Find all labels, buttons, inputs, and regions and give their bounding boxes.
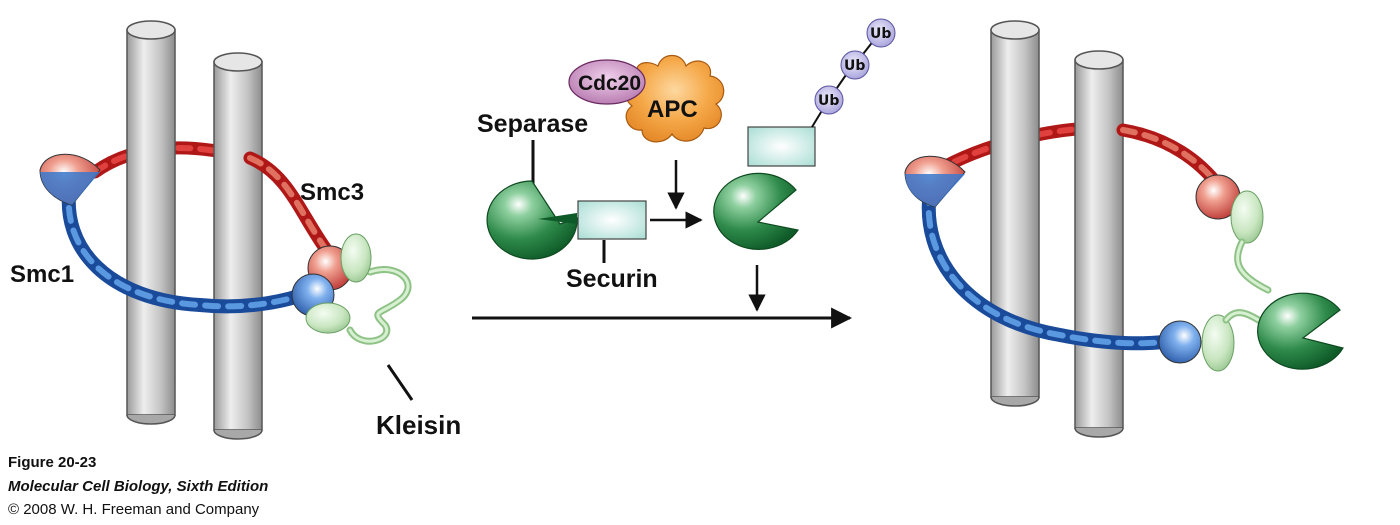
dna-pillar [126, 20, 176, 425]
apc-complex: APC [624, 54, 725, 143]
cdc20-protein: Cdc20 [568, 59, 646, 105]
smc3-label: Smc3 [300, 179, 364, 206]
apc-label: APC [647, 96, 698, 123]
cohesin-cleaved [904, 20, 1344, 438]
hinge-domain [904, 155, 966, 208]
smc3-arm-front [243, 151, 337, 262]
cohesin-intact: Smc1 Smc3 Kleisin [10, 20, 461, 440]
smc1-arm [921, 183, 1185, 351]
cdc20-label: Cdc20 [578, 72, 641, 95]
copyright-line: © 2008 W. H. Freeman and Company [8, 501, 260, 518]
kleisin-label: Kleisin [376, 410, 461, 440]
separase-active [713, 172, 799, 250]
securin-ubiquitinated [747, 126, 816, 167]
securin-label: Securin [566, 265, 658, 293]
book-title: Molecular Cell Biology, Sixth Edition [8, 478, 269, 495]
dna-pillar [213, 52, 263, 440]
ub-label: Ub [870, 26, 891, 42]
hinge-domain [39, 153, 101, 206]
separase-label: Separase [477, 110, 588, 138]
separase-activation: Separase Securin APC Cdc20 [472, 18, 896, 329]
smc3-arm-front [1116, 123, 1225, 192]
dna-pillar [1074, 50, 1124, 438]
ub-label: Ub [818, 93, 839, 109]
separase-inhibited [486, 180, 578, 260]
securin-bound [577, 200, 647, 240]
smc1-arm [61, 178, 317, 314]
dna-pillar [990, 20, 1040, 407]
figure-number: Figure 20-23 [8, 454, 97, 471]
ub-label: Ub [844, 58, 865, 74]
separase-active [1257, 292, 1344, 370]
smc1-head [1158, 320, 1202, 364]
ubiquitin-chain: Ub Ub Ub [811, 18, 896, 128]
smc1-label: Smc1 [10, 261, 74, 288]
kleisin-protein [305, 233, 412, 345]
kleisin-fragment [1230, 190, 1272, 294]
kleisin-leader-line [386, 364, 414, 401]
